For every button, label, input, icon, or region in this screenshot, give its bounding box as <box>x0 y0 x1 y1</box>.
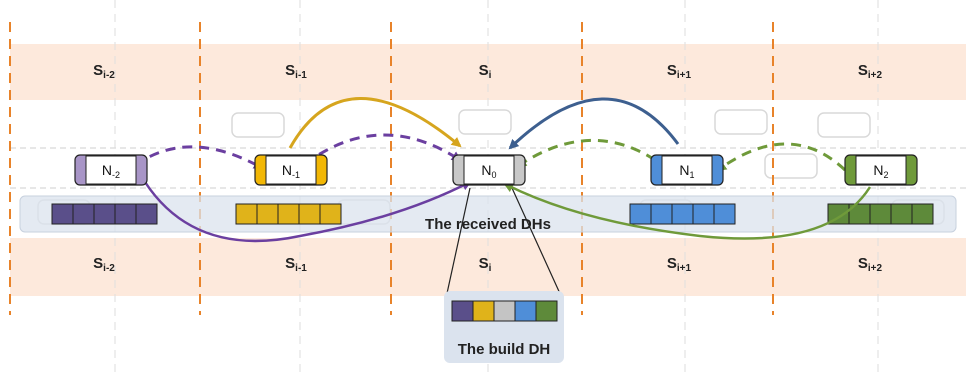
build-dh-cell <box>493 300 516 322</box>
dh-block-cell <box>869 203 892 225</box>
segment-boundaries <box>9 22 774 315</box>
dh-block-cell <box>911 203 934 225</box>
arrow-n-2-to-n0 <box>143 180 472 243</box>
build-dh-cell <box>472 300 495 322</box>
dh-block-cell <box>298 203 321 225</box>
dh-block-cell <box>319 203 342 225</box>
dh-block-cell <box>692 203 715 225</box>
dh-block-cell <box>235 203 258 225</box>
node-n2: N2 <box>844 154 918 186</box>
node-label: N2 <box>873 162 888 180</box>
node-n1: N1 <box>650 154 724 186</box>
build-dh-strip <box>451 300 558 322</box>
segment-label: Si-2 <box>93 255 115 274</box>
vehicle-cabin <box>855 155 907 185</box>
dh-block-cell <box>51 203 74 225</box>
vehicle-cabin <box>85 155 137 185</box>
segment-label: Si+2 <box>858 255 883 274</box>
vehicle-cabin <box>265 155 317 185</box>
arrow-n-1-to-n0 <box>304 133 462 166</box>
build-dh-cell <box>451 300 474 322</box>
arrow-n2-to-n1 <box>716 142 847 172</box>
arrow-n1-to-n0 <box>508 97 680 150</box>
vehicle-cabin <box>661 155 713 185</box>
build-dh-label: The build DH <box>458 341 551 358</box>
build-dh-cell <box>514 300 537 322</box>
arrow-n2-to-n0 <box>503 182 872 240</box>
segment-label: Si+1 <box>667 255 692 274</box>
dh-block-cell <box>72 203 95 225</box>
arrow-n1-to-n0-dashed <box>516 138 656 168</box>
node-label: N1 <box>679 162 694 180</box>
segment-labels-bottom: Si-2 Si-1 Si Si+1 Si+2 <box>93 255 882 274</box>
arrow-n-1-to-n0-gold <box>288 97 462 149</box>
node-label: N0 <box>481 162 496 180</box>
segment-label: Si+2 <box>858 62 883 81</box>
node-n-2: N-2 <box>74 154 148 186</box>
segment-label: Si-1 <box>285 62 307 81</box>
dh-block-cell <box>256 203 279 225</box>
segment-label: Si <box>479 255 492 274</box>
dh-block-cell <box>135 203 158 225</box>
dh-block-cell <box>629 203 652 225</box>
node-n0: N0 <box>452 154 526 186</box>
dh-block-cell <box>277 203 300 225</box>
dh-block-cell <box>890 203 913 225</box>
dh-block-cell <box>93 203 116 225</box>
build-dh-cell <box>535 300 558 322</box>
node-label: N-2 <box>102 162 120 180</box>
dh-block-cell <box>114 203 137 225</box>
build-connector-right <box>511 187 563 299</box>
dh-block-cell <box>650 203 673 225</box>
dh-strips <box>51 203 934 225</box>
segment-label: Si+1 <box>667 62 692 81</box>
segment-labels-top: Si-2 Si-1 Si Si+1 Si+2 <box>93 62 882 81</box>
vehicle-cabin <box>463 155 515 185</box>
build-connector-left <box>445 187 471 299</box>
node-n-1: N-1 <box>254 154 328 186</box>
received-dh-label: The received DHs <box>425 216 551 233</box>
segment-label: Si-1 <box>285 255 307 274</box>
segment-label: Si <box>479 62 492 81</box>
dh-block-cell <box>671 203 694 225</box>
node-label: N-1 <box>282 162 300 180</box>
segment-label: Si-2 <box>93 62 115 81</box>
dh-block-cell <box>713 203 736 225</box>
